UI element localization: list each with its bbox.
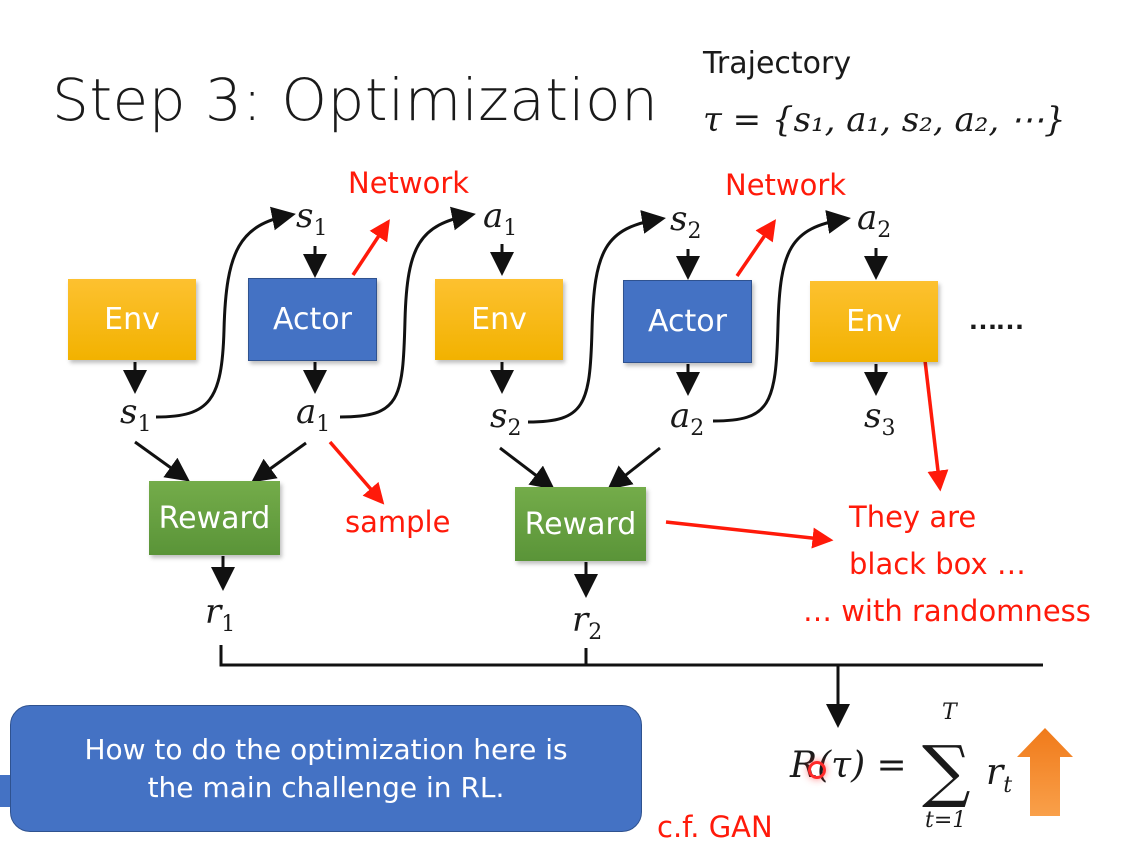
sum-upper: T	[942, 700, 957, 725]
callout-line-2: the main challenge in RL.	[147, 770, 505, 804]
env-label: Env	[846, 304, 902, 339]
objective-lhs: R(τ) =	[790, 745, 907, 786]
env-label: Env	[104, 302, 160, 337]
actor-box-2: Actor	[623, 280, 752, 363]
callout-line-1: How to do the optimization here is	[84, 732, 568, 766]
annotation-blackbox-line3: … with randomness	[803, 594, 1091, 628]
annotation-cf-gan: c.f. GAN	[657, 810, 773, 844]
callout-box: How to do the optimization here is the m…	[10, 705, 642, 832]
curve-s1	[155, 206, 296, 419]
annotation-network-1: Network	[348, 166, 470, 200]
sum-symbol: ∑	[922, 732, 971, 811]
var-bottom-s3: s3	[864, 396, 896, 441]
arrow-a2-reward2	[607, 446, 661, 490]
arrow-actor1-network	[351, 219, 390, 276]
env-label: Env	[471, 302, 527, 337]
objective-formula: R(τ) =	[790, 745, 907, 786]
env-box-1: Env	[68, 279, 196, 360]
arrow-s1-reward1	[134, 440, 190, 482]
reward-label: Reward	[524, 506, 637, 542]
env-box-3: Env	[810, 281, 938, 362]
trajectory-label: Trajectory	[703, 46, 852, 81]
var-bottom-a2: a2	[670, 396, 705, 441]
laser-pointer-icon	[808, 761, 826, 779]
reward-box-2: Reward	[515, 487, 646, 561]
sum-lower: t=1	[925, 808, 967, 833]
var-bottom-s1: s1	[120, 392, 152, 437]
reward-box-1: Reward	[149, 481, 280, 555]
reward-label: Reward	[158, 500, 271, 536]
up-arrow-icon	[1017, 728, 1073, 816]
slide-title: Step 3: Optimization	[52, 66, 659, 134]
annotation-blackbox-line2: black box …	[849, 547, 1026, 581]
actor-label: Actor	[648, 304, 727, 339]
curve-s2	[527, 210, 666, 424]
annotation-sample: sample	[345, 505, 451, 539]
var-top-a2: a2	[857, 198, 892, 243]
var-top-a1: a1	[483, 196, 518, 241]
arrow-a1-reward1	[251, 441, 307, 483]
sum-term: rt	[986, 752, 1013, 799]
var-bottom-a1: a1	[296, 392, 331, 437]
annotation-blackbox-line1: They are	[849, 500, 977, 534]
var-top-s2: s2	[670, 199, 702, 244]
trajectory-formula: τ = {s₁, a₁, s₂, a₂, ⋯}	[703, 100, 1066, 140]
actor-box-1: Actor	[248, 278, 377, 361]
var-bottom-s2: s2	[490, 396, 522, 441]
arrow-s2-reward2	[499, 446, 555, 490]
var-top-s1: s1	[296, 196, 328, 241]
arrow-reward2-blackbox	[665, 520, 834, 549]
var-r2: r2	[572, 600, 603, 645]
sum-bus	[219, 645, 1043, 667]
actor-label: Actor	[273, 302, 352, 337]
var-r1: r1	[205, 592, 236, 637]
arrow-actor2-network	[735, 219, 776, 277]
curve-a2	[712, 210, 851, 423]
env-box-2: Env	[435, 279, 563, 360]
ellipsis: ……	[968, 303, 1025, 336]
curve-a1	[339, 206, 476, 419]
annotation-network-2: Network	[725, 168, 847, 202]
arrow-a1-sample	[328, 440, 385, 505]
